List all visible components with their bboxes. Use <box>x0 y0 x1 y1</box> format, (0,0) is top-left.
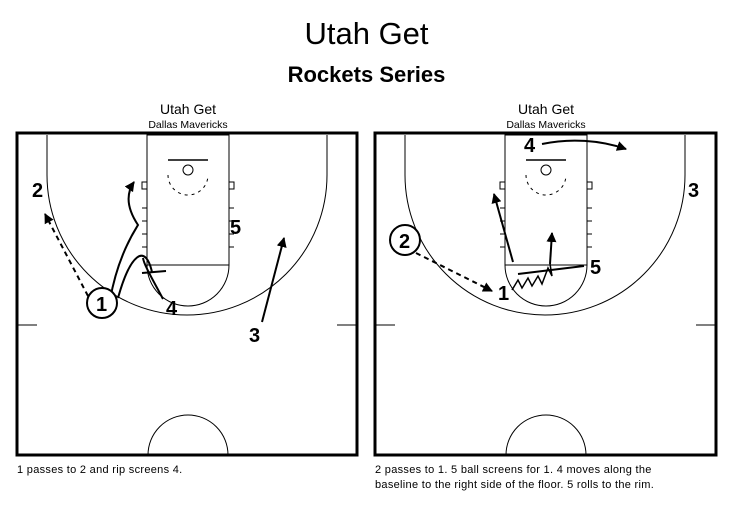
page-title: Utah Get <box>304 16 429 51</box>
players-right: 4 3 2 1 5 <box>389 135 699 305</box>
caption-line: 1 passes to 2 and rip screens 4. <box>17 464 183 476</box>
rim <box>182 164 194 176</box>
dribble-line <box>511 263 553 291</box>
court-boundary <box>373 131 718 457</box>
roll-line <box>546 232 557 265</box>
restricted-area <box>525 174 567 196</box>
cut-line <box>261 237 287 323</box>
screen-line <box>117 254 153 299</box>
player-label: 4 <box>166 298 178 320</box>
player-label: 5 <box>590 257 601 279</box>
court-boundary <box>15 131 359 457</box>
players-left: 2 1 4 5 3 <box>32 180 260 347</box>
player-label: 4 <box>524 135 536 157</box>
lane-hash-marks <box>500 207 592 248</box>
player-label: 3 <box>249 325 260 347</box>
panel-1-title: Utah Get <box>159 101 217 117</box>
panel-2-title: Utah Get <box>517 101 575 117</box>
actions-left <box>44 181 287 323</box>
panel-2-caption: 2 passes to 1. 5 ball screens for 1. 4 m… <box>375 463 654 493</box>
rim <box>540 164 552 176</box>
player-circle <box>86 287 118 319</box>
page-subtitle: Rockets Series <box>287 62 446 87</box>
actions-right <box>415 139 627 292</box>
player-circle <box>389 224 421 256</box>
player-label: 2 <box>32 180 43 202</box>
player-label: 5 <box>230 217 241 239</box>
pass-line <box>44 213 89 297</box>
pass-line <box>415 252 493 292</box>
court-right <box>373 131 718 457</box>
panel-1-team: Dallas Mavericks <box>148 119 228 131</box>
panel-1-caption: 1 passes to 2 and rip screens 4. <box>17 463 183 478</box>
free-throw-circle <box>504 264 588 307</box>
cut-line <box>109 181 140 301</box>
screen-line <box>141 270 167 274</box>
player-label: 1 <box>96 294 107 316</box>
center-circle <box>147 414 229 456</box>
lane-block <box>228 181 235 190</box>
caption-line: 2 passes to 1. 5 ball screens for 1. 4 m… <box>375 464 652 476</box>
free-throw-circle <box>146 264 230 307</box>
lane-block <box>499 181 506 190</box>
restricted-area <box>167 174 209 196</box>
player-label: 2 <box>399 231 410 253</box>
court-left <box>15 131 359 457</box>
lane <box>504 134 588 266</box>
cut-line <box>541 139 627 151</box>
lane-hash-marks <box>142 207 234 248</box>
drive-line <box>491 193 514 263</box>
lane-block <box>141 181 148 190</box>
three-point-line <box>404 135 686 316</box>
caption-line: baseline to the right side of the floor.… <box>375 479 655 491</box>
player-label: 1 <box>498 283 509 305</box>
three-point-line <box>46 135 328 316</box>
cut-line <box>142 257 164 300</box>
player-label: 3 <box>688 180 699 202</box>
panel-2-team: Dallas Mavericks <box>506 119 586 131</box>
center-circle <box>505 414 587 456</box>
lane <box>146 134 230 266</box>
lane-block <box>586 181 593 190</box>
